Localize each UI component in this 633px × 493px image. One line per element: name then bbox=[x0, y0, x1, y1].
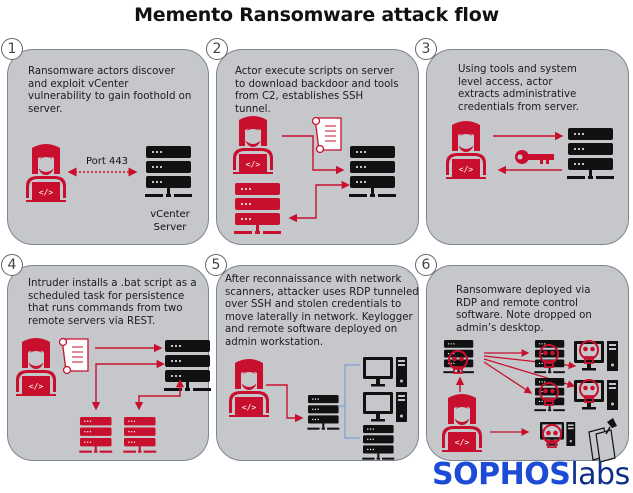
step-5-workstation-1-icon bbox=[363, 357, 407, 387]
step-3-number: 3 bbox=[415, 38, 437, 60]
step-4-remote-server-2-icon bbox=[123, 417, 157, 453]
step-2-server-icon bbox=[349, 146, 396, 197]
step-5-server-icon bbox=[307, 395, 340, 430]
step-4-remote-server-1-icon bbox=[79, 417, 113, 453]
step-2-number: 2 bbox=[206, 38, 228, 60]
step-2-c2-server-icon bbox=[234, 183, 281, 234]
step-1-attacker-icon bbox=[26, 144, 66, 202]
sophoslabs-logo: SOPHOSlabs bbox=[432, 459, 630, 491]
step-5-network-bracket bbox=[344, 364, 360, 439]
step-3-attacker-icon bbox=[446, 121, 486, 179]
step-3-server-icon bbox=[567, 128, 614, 179]
vcenter-label-line1: vCenter bbox=[150, 209, 190, 220]
step-4-number: 4 bbox=[1, 254, 23, 276]
vcenter-label-line2: Server bbox=[153, 222, 187, 233]
logo-labs: labs bbox=[570, 457, 630, 492]
step-6-attacker-icon bbox=[442, 394, 482, 452]
step-2-description: Actor execute scripts on server to downl… bbox=[235, 66, 399, 115]
port-label: Port 443 bbox=[85, 156, 129, 167]
step-6-description: Ransomware deployed via RDP and remote c… bbox=[456, 285, 592, 334]
step-1-vcenter-server-icon bbox=[145, 146, 192, 197]
step-4-description: Intruder installs a .bat script as a sch… bbox=[28, 278, 197, 327]
step-6-admin-desktop-icon bbox=[540, 422, 576, 446]
step-2-attacker-icon bbox=[233, 116, 273, 174]
step-2-arrow-to-server bbox=[282, 135, 345, 175]
step-5-admin-workstation-icon bbox=[363, 392, 407, 422]
step-3-description: Using tools and system level access, act… bbox=[458, 64, 579, 113]
step-2-script-icon bbox=[311, 116, 342, 154]
step-5-attacker-icon bbox=[229, 359, 269, 417]
step-4-script-icon bbox=[58, 337, 89, 375]
step-4-server-icon bbox=[164, 340, 211, 391]
step-3-key-icon bbox=[515, 150, 554, 164]
step-4-rest-arrow-2 bbox=[134, 379, 185, 411]
step-6-number: 6 bbox=[415, 254, 437, 276]
step-2-ssh-arrow bbox=[288, 180, 350, 223]
step-6-ransom-note-icon bbox=[588, 418, 617, 463]
step-1-number: 1 bbox=[1, 38, 23, 60]
step-5-number: 5 bbox=[205, 254, 227, 276]
step-5-description: After reconnaissance with network scanne… bbox=[225, 274, 419, 348]
step-1-description: Ransomware actors discover and exploit v… bbox=[28, 66, 192, 115]
step-5-server-2-icon bbox=[362, 425, 395, 460]
step-4-rest-arrow-1 bbox=[91, 359, 165, 411]
step-4-attacker-icon bbox=[16, 338, 56, 396]
step-5-arrow-to-server bbox=[266, 384, 304, 423]
logo-sophos: SOPHOS bbox=[432, 457, 571, 492]
diagram-title: Memento Ransomware attack flow bbox=[134, 4, 499, 26]
